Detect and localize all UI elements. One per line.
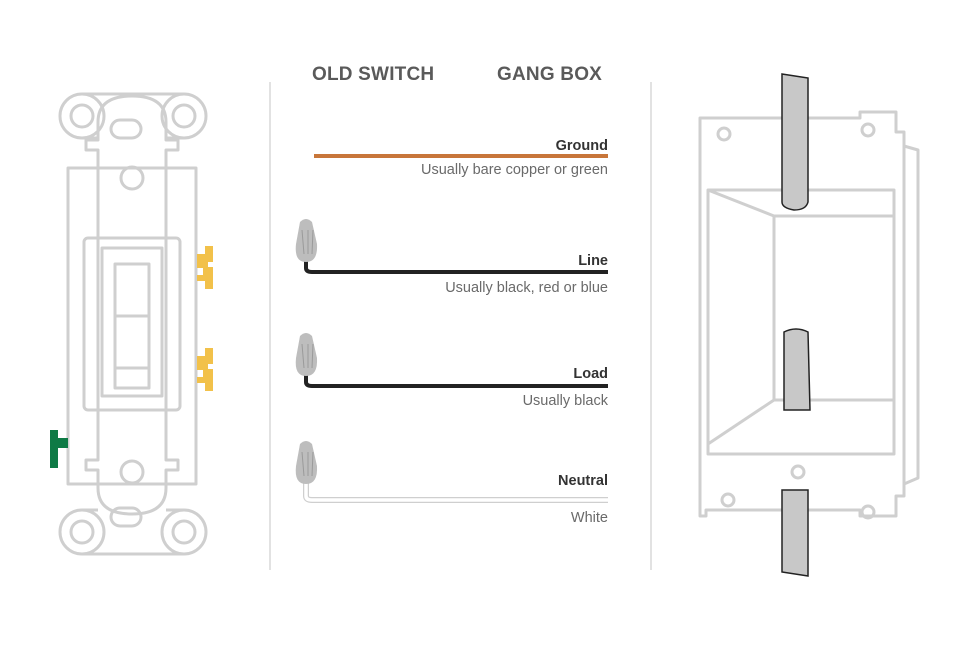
top-slot (109, 118, 143, 140)
line-desc: Usually black, red or blue (445, 280, 608, 296)
ground-label: Ground (555, 138, 608, 154)
line-wire-group (295, 219, 608, 274)
bottom-left-ear (58, 508, 106, 556)
load-label: Load (573, 366, 608, 382)
switch-body-outline (66, 166, 198, 486)
box-screw-bottom (790, 464, 806, 480)
left-divider (269, 82, 271, 570)
line-label: Line (578, 253, 608, 269)
load-desc: Usually black (522, 393, 608, 409)
box-hole-top-left (716, 126, 732, 142)
neutral-wire-nut (295, 441, 318, 484)
toggle-lever (113, 262, 151, 390)
bottom-right-ear (160, 508, 208, 556)
stud-bar (781, 73, 811, 577)
load-wire-nut (295, 333, 318, 376)
line-wire-nut (295, 219, 318, 262)
ground-desc: Usually bare copper or green (421, 162, 608, 178)
gang-box-illustration (698, 110, 920, 520)
brass-terminal-top (197, 246, 213, 289)
bottom-screw-hole (119, 459, 145, 485)
ground-terminal (50, 430, 68, 468)
box-hole-bottom-right (860, 504, 876, 520)
neutral-wire-group (295, 441, 608, 503)
bottom-left-ear-hole (69, 519, 95, 545)
gang-box-header: GANG BOX (497, 64, 603, 85)
switch-strap (84, 94, 180, 516)
brass-terminals (197, 246, 213, 391)
bottom-right-ear-hole (171, 519, 197, 545)
top-left-ear-hole (69, 103, 95, 129)
toggle-frame (82, 236, 182, 412)
load-wire (304, 374, 608, 388)
right-divider (650, 82, 652, 570)
top-screw-hole (119, 165, 145, 191)
box-hole-bottom-left (720, 492, 736, 508)
top-right-ear (160, 92, 208, 140)
load-wire-group (295, 333, 608, 388)
gang-box-opening (706, 188, 896, 456)
toggle-housing (100, 246, 164, 398)
line-wire (304, 260, 608, 274)
neutral-desc: White (570, 510, 608, 526)
neutral-label: Neutral (558, 473, 608, 489)
brass-terminal-bottom (197, 348, 213, 391)
box-hole-top-right (860, 122, 876, 138)
bottom-slot (109, 506, 143, 528)
old-switch-header: OLD SWITCH (312, 64, 435, 85)
top-right-ear-hole (171, 103, 197, 129)
